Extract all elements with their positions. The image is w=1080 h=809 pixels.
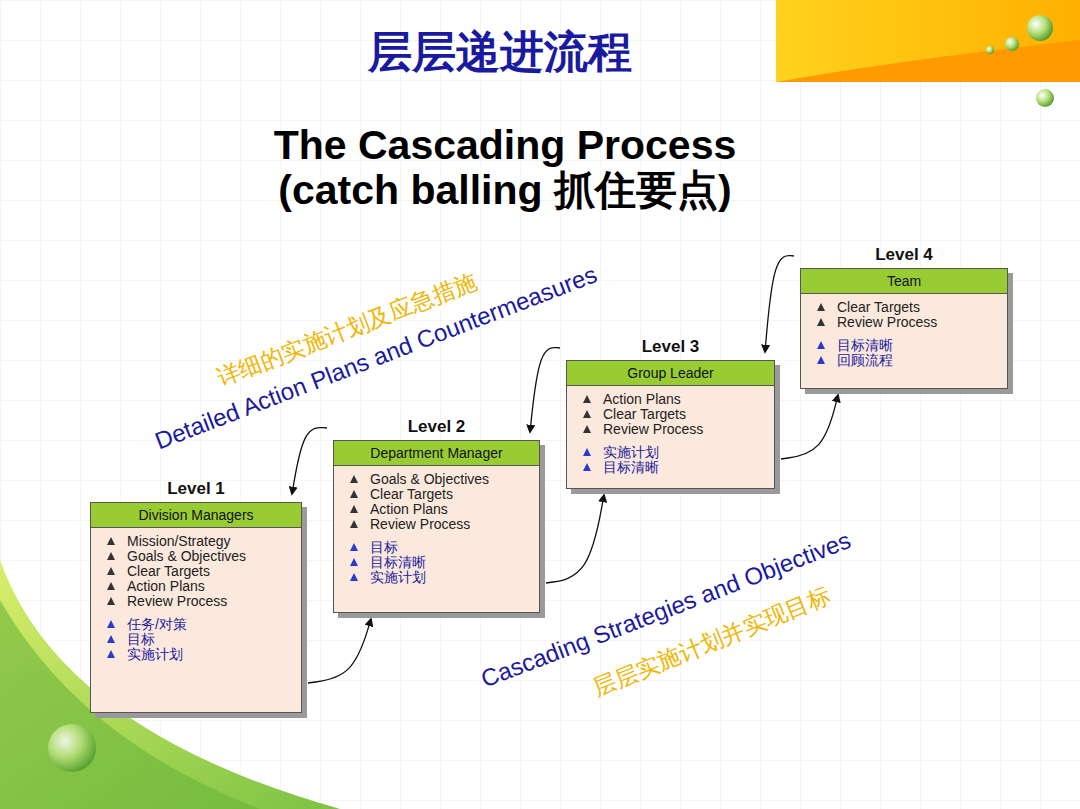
role-header: Division Managers [91,503,301,528]
bullet-item: 实施计划 [579,445,766,460]
bullet-item: 任务/对策 [103,617,293,632]
droplet [1036,89,1054,107]
bullet-item: Action Plans [579,392,766,407]
bullet-item: Review Process [813,315,999,330]
curved-arrow [765,256,794,352]
bullet-item: 回顾流程 [813,353,999,368]
curved-arrow [292,428,327,494]
corner-band [776,0,1080,82]
bullet-item: Action Plans [346,502,531,517]
bullet-item: Action Plans [103,579,293,594]
bullet-item: Review Process [346,517,531,532]
curved-arrow [781,395,838,459]
level-label: Level 1 [91,479,301,499]
role-header: Group Leader [567,361,774,386]
bullet-item: Goals & Objectives [103,549,293,564]
level-label: Level 4 [801,245,1007,265]
curved-arrow [308,619,371,683]
subtitle: The Cascading Process (catch balling 抓住要… [235,123,775,213]
bullet-item: 实施计划 [346,570,531,585]
level-box: Level 3Group LeaderAction PlansClear Tar… [566,360,775,489]
level-label: Level 2 [334,417,539,437]
bullet-item: Review Process [103,594,293,609]
curved-arrow [546,495,604,583]
role-header: Department Manager [334,441,539,466]
bullet-item: Clear Targets [579,407,766,422]
bullet-item: 目标清晰 [346,555,531,570]
droplet [986,46,994,54]
bullet-item: 目标 [103,632,293,647]
level-box: Level 4TeamClear TargetsReview Process目标… [800,268,1008,389]
bullet-item: Mission/Strategy [103,534,293,549]
bullet-item: 目标清晰 [813,338,999,353]
bullet-item: 目标清晰 [579,460,766,475]
bullet-item: 实施计划 [103,647,293,662]
droplet [1005,37,1019,51]
bullet-item: Clear Targets [346,487,531,502]
level-box: Level 1Division ManagersMission/Strategy… [90,502,302,713]
title: 层层递进流程 [368,23,632,82]
level-box: Level 2Department ManagerGoals & Objecti… [333,440,540,613]
bullet-item: Goals & Objectives [346,472,531,487]
corner-swoosh [776,40,1080,82]
role-header: Team [801,269,1007,294]
curved-arrow [530,348,560,432]
droplet [48,724,96,772]
bullet-item: Clear Targets [813,300,999,315]
bullet-item: 目标 [346,540,531,555]
bullet-item: Review Process [579,422,766,437]
droplet [1027,15,1053,41]
level-label: Level 3 [567,337,774,357]
bullet-item: Clear Targets [103,564,293,579]
